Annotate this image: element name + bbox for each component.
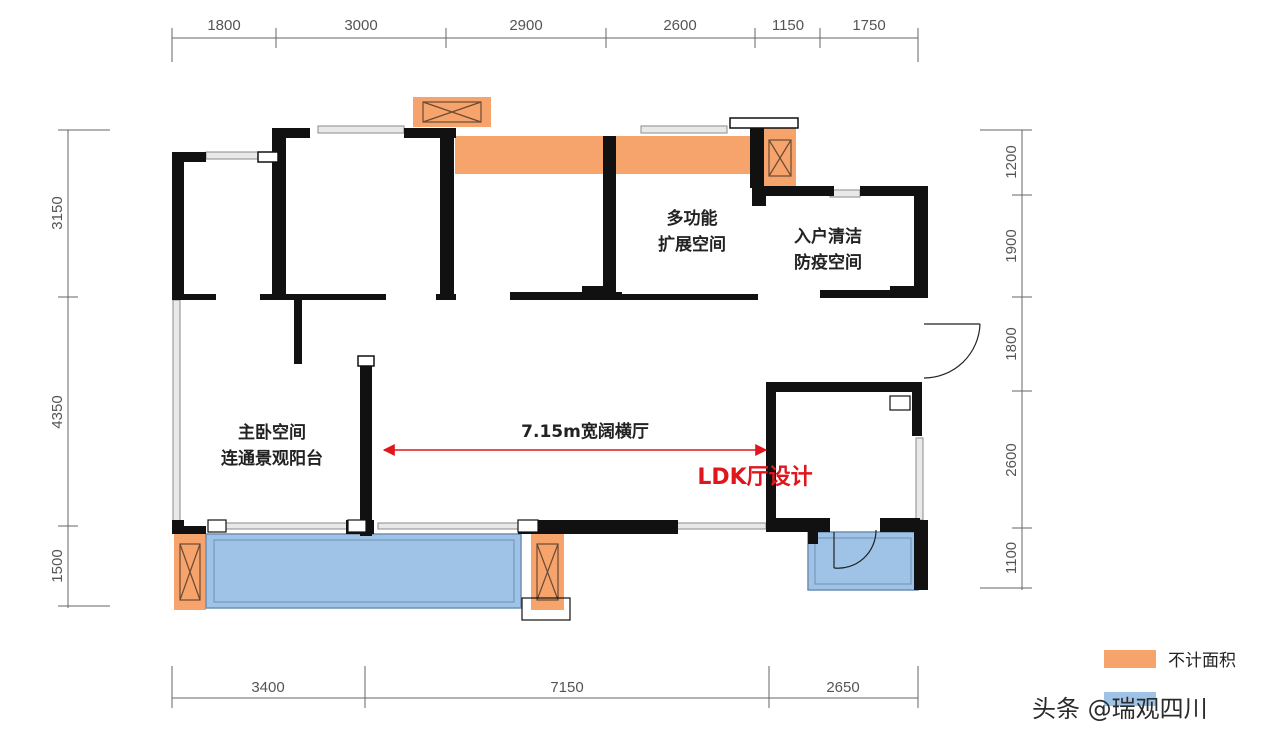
top-dim-3: 2900 xyxy=(509,17,542,34)
walls xyxy=(172,117,928,590)
landscape-balcony xyxy=(205,533,522,609)
living-room-width-label: 7.15m宽阔横厅 xyxy=(521,421,649,442)
right-dim-1: 1200 xyxy=(1003,145,1020,178)
balconies xyxy=(205,531,919,609)
ldk-design-label: LDK厅设计 xyxy=(697,465,812,490)
room-multi-function-line1: 多功能 xyxy=(667,208,718,229)
room-master-line1: 主卧空间 xyxy=(238,422,306,443)
top-dim-6: 1750 xyxy=(852,17,885,34)
ac-unit-marks xyxy=(179,101,792,601)
legend-label-excluded: 不计面积 xyxy=(1168,651,1236,671)
details xyxy=(207,395,911,621)
top-dimension-labels: 1800 3000 2900 2600 1150 1750 xyxy=(207,17,885,34)
right-dim-5: 1100 xyxy=(1003,542,1020,574)
legend-swatch-excluded xyxy=(1104,650,1156,668)
excluded-areas xyxy=(174,97,796,610)
room-master-line2: 连通景观阳台 xyxy=(221,448,323,469)
right-dimension-labels: 1200 1900 1800 2600 1100 xyxy=(1003,145,1020,574)
right-dim-4: 2600 xyxy=(1003,443,1020,476)
top-dim-2: 3000 xyxy=(344,17,377,34)
door-swings xyxy=(833,323,981,569)
left-dim-1: 3150 xyxy=(49,196,66,229)
top-dim-5: 1150 xyxy=(772,17,804,34)
room-entry-clean-line2: 防疫空间 xyxy=(794,252,862,273)
windows xyxy=(172,125,924,530)
top-dim-4: 2600 xyxy=(663,17,696,34)
dimension-lines xyxy=(58,28,1032,708)
left-dimension-labels: 3150 4350 1500 xyxy=(49,196,66,582)
right-dim-2: 1900 xyxy=(1003,229,1020,262)
service-balcony xyxy=(807,531,919,591)
bottom-dim-2: 7150 xyxy=(550,679,583,696)
bottom-dim-3: 2650 xyxy=(826,679,859,696)
right-dim-3: 1800 xyxy=(1003,327,1020,360)
room-entry-clean-line1: 入户清洁 xyxy=(794,226,862,247)
left-dim-3: 1500 xyxy=(49,549,66,582)
top-dim-1: 1800 xyxy=(207,17,240,34)
bottom-dimension-labels: 3400 7150 2650 xyxy=(251,679,859,696)
legend: 不计面积 xyxy=(1104,650,1236,706)
legend-swatch-balcony xyxy=(1104,692,1156,706)
room-multi-function-line2: 扩展空间 xyxy=(658,234,726,255)
bottom-dim-1: 3400 xyxy=(251,679,284,696)
room-labels: 多功能 扩展空间 入户清洁 防疫空间 主卧空间 连通景观阳台 7.15m宽阔横厅… xyxy=(221,208,862,490)
watermark: 头条 @瑞观四川 xyxy=(1032,695,1208,723)
left-dim-2: 4350 xyxy=(49,395,66,428)
